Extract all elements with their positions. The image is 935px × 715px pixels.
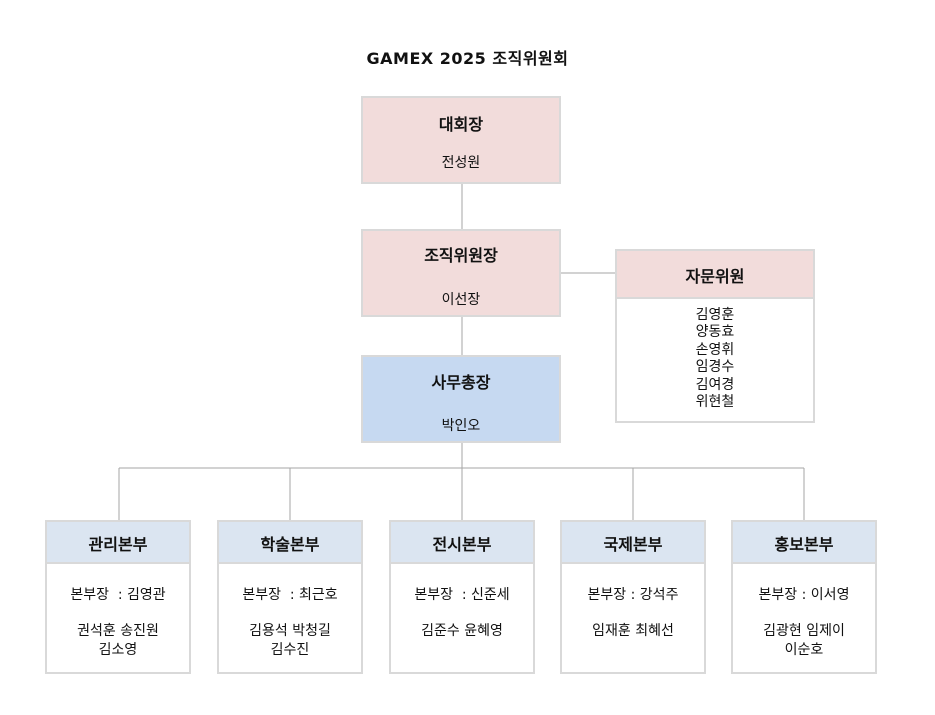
department-box-exhibition: 전시본부 본부장 : 신준세 김준수 윤혜영 [389,520,535,674]
department-head: 본부장 : 신준세 [414,587,510,603]
department-member: 김소영 [98,642,138,658]
department-members: 김준수 윤혜영 [391,622,533,641]
committee-chair-role: 조직위원장 [424,246,498,265]
department-head: 본부장 : 최근호 [242,587,338,603]
secretary-general-name: 박인오 [441,418,481,434]
department-members: 김용석 박청길 김수진 [219,622,361,660]
department-member: 김수진 [270,642,310,658]
department-box-international: 국제본부 본부장 : 강석주 임재훈 최혜선 [560,520,706,674]
department-member: 김준수 윤혜영 [421,623,503,639]
department-head: 본부장 : 이서영 [758,587,850,603]
department-name: 관리본부 [88,535,148,554]
committee-chair-name: 이선장 [441,292,481,308]
chair-role: 대회장 [438,115,484,134]
advisor-member: 손영휘 [695,341,735,358]
department-member: 김광현 임제이 [763,623,845,639]
department-members: 김광현 임제이 이순호 [733,622,875,660]
department-member: 임재훈 최혜선 [592,623,674,639]
department-header: 학술본부 [219,522,361,564]
advisors-list: 김영훈 양동효 손영휘 임경수 김여경 위현철 [617,307,813,411]
department-name: 홍보본부 [774,535,834,554]
department-members: 권석훈 송진원 김소영 [47,622,189,660]
department-header: 국제본부 [562,522,704,564]
advisor-member: 김영훈 [695,307,735,323]
department-header: 관리본부 [47,522,189,564]
department-box-pr: 홍보본부 본부장 : 이서영 김광현 임제이 이순호 [731,520,877,674]
department-member: 김용석 박청길 [249,623,331,639]
department-name: 학술본부 [260,535,320,554]
department-member: 권석훈 송진원 [77,623,159,639]
department-name: 전시본부 [432,535,492,554]
secretary-general-box: 사무총장 박인오 [361,355,561,443]
department-member: 이순호 [784,642,824,658]
secretary-general-role: 사무총장 [431,373,491,392]
advisor-member: 위현철 [695,394,735,411]
department-header: 홍보본부 [733,522,875,564]
advisor-member: 양동효 [695,324,735,341]
advisors-role: 자문위원 [685,267,745,286]
department-box-management: 관리본부 본부장 : 김영관 권석훈 송진원 김소영 [45,520,191,674]
advisor-member: 김여경 [695,376,735,393]
chair-name: 전성원 [441,155,481,171]
advisors-box: 자문위원 김영훈 양동효 손영휘 임경수 김여경 위현철 [615,249,815,423]
department-box-academic: 학술본부 본부장 : 최근호 김용석 박청길 김수진 [217,520,363,674]
committee-chair-box: 조직위원장 이선장 [361,229,561,317]
department-head: 본부장 : 강석주 [587,587,679,603]
chair-box: 대회장 전성원 [361,96,561,184]
advisor-member: 임경수 [695,359,735,376]
chart-title: GAMEX 2025 조직위원회 [366,49,569,68]
department-name: 국제본부 [603,535,663,554]
department-head: 본부장 : 김영관 [70,587,166,603]
department-header: 전시본부 [391,522,533,564]
department-members: 임재훈 최혜선 [562,622,704,641]
advisors-header: 자문위원 [617,251,813,299]
